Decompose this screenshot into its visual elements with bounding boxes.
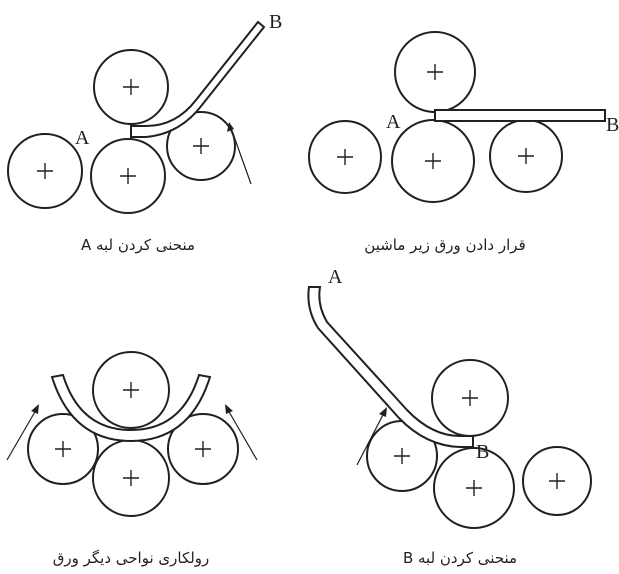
bottom-left-roller	[7, 133, 83, 209]
roll-direction-arrow	[227, 122, 252, 185]
roll-direction-arrow	[356, 407, 387, 466]
bottom-left-roller	[27, 413, 99, 485]
bottom-left-roller	[308, 120, 382, 194]
top-roller	[431, 359, 509, 437]
panel-roll-other-regions: رولکاری نواحی دیگر ورق	[6, 351, 258, 567]
panel-place-sheet: A B قرار دادن ورق زیر ماشین	[308, 31, 619, 254]
left-roll-arrow	[6, 404, 39, 461]
top-roller	[93, 49, 169, 125]
bottom-center-roller	[433, 447, 515, 529]
point-b-label: B	[476, 441, 489, 463]
panel-bend-edge-b: A B منحنی کردن لبه B	[307, 266, 592, 567]
caption-roll-other-regions: رولکاری نواحی دیگر ورق	[53, 549, 210, 567]
flat-sheet	[434, 109, 606, 122]
right-roll-arrow	[225, 404, 258, 461]
bottom-center-roller	[90, 138, 166, 214]
caption-place-sheet: قرار دادن ورق زیر ماشین	[364, 236, 525, 254]
caption-bend-edge-a: منحنی کردن لبه A	[81, 236, 195, 254]
bent-sheet	[130, 20, 266, 138]
bent-sheet	[307, 286, 474, 448]
point-b-label: B	[269, 11, 282, 33]
point-a-label: A	[75, 127, 90, 149]
bottom-right-roller	[166, 111, 236, 181]
bottom-center-roller	[92, 439, 170, 517]
bottom-right-roller	[167, 413, 239, 485]
curved-sheet	[50, 373, 212, 443]
point-b-label: B	[606, 114, 619, 136]
bottom-right-roller	[522, 446, 592, 516]
bottom-right-roller	[489, 119, 563, 193]
point-a-label: A	[328, 266, 343, 288]
point-a-label: A	[386, 111, 401, 133]
top-roller	[394, 31, 476, 113]
bottom-center-roller	[391, 119, 475, 203]
panel-bend-edge-a: A B منحنی کردن لبه A	[7, 11, 282, 254]
top-roller	[92, 351, 170, 429]
caption-bend-edge-b: منحنی کردن لبه B	[403, 549, 517, 567]
